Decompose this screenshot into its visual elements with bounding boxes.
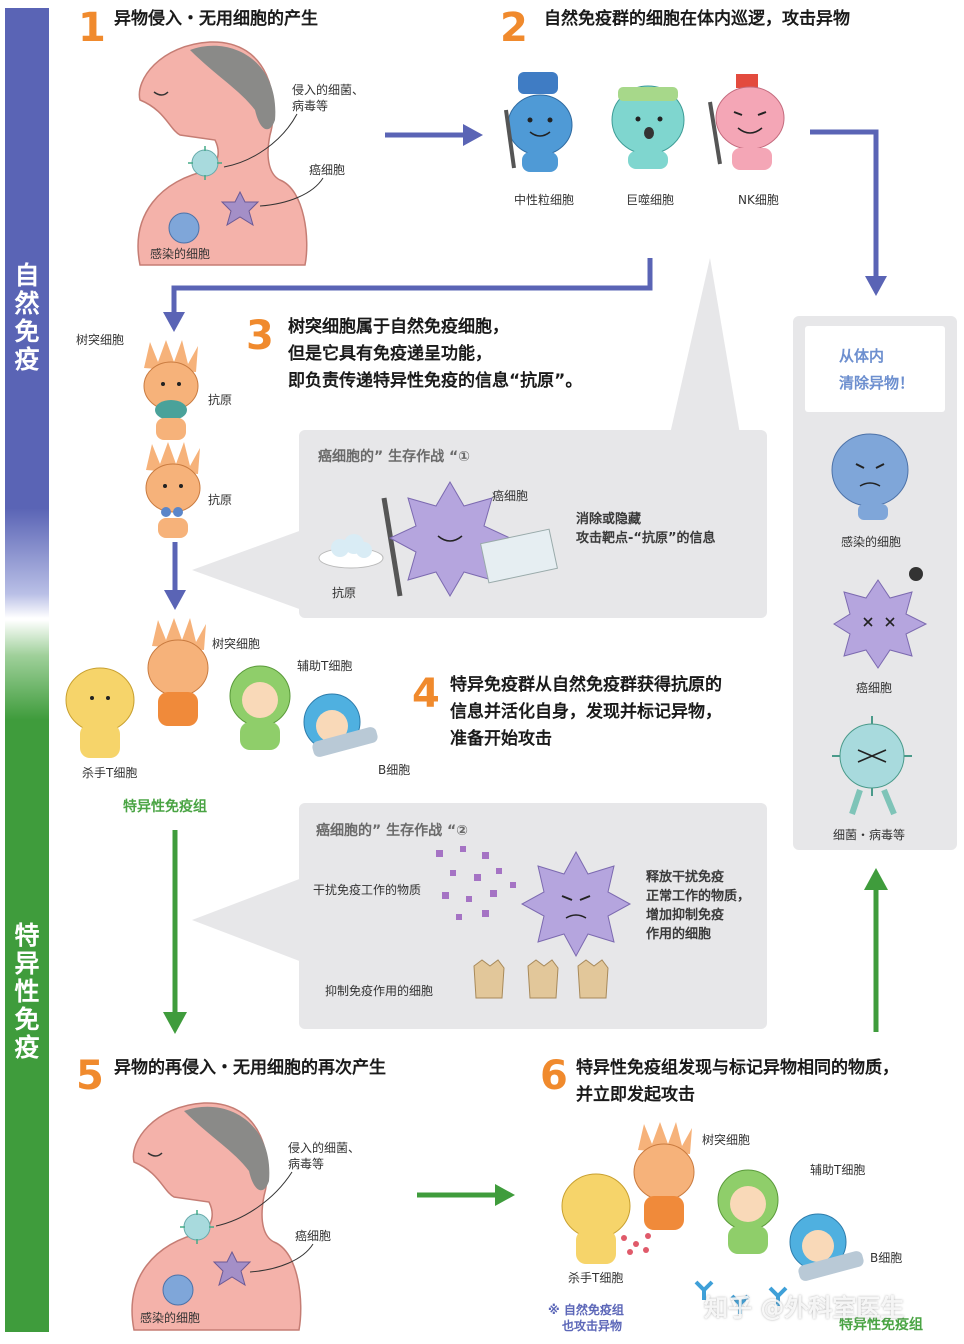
panel-2-callout [192,878,302,962]
panel-2-description: 释放干扰免疫正常工作的物质，增加抑制免疫作用的细胞 [646,870,751,942]
label-nk-cell: NK细胞 [738,193,779,207]
infected-cell-small-icon-2 [162,1274,194,1306]
dendritic-cell-with-antigen-icon [143,340,199,440]
neutrophil-icon [504,72,573,172]
panel-1-cancer-label: 癌细胞 [492,489,529,503]
outcome-bacteria-label: 细菌・病毒等 [833,828,906,842]
step-3-text: 树突细胞属于自然免疫细胞，但是它具有免疫递呈功能，即负责传递特异性免疫的信息“抗… [288,317,583,391]
macrophage-icon [611,85,685,169]
outcome-cancer-label: 癌细胞 [856,681,893,695]
label-infected-1: 感染的细胞 [150,247,211,261]
cancer-cell-hiding-icon [381,481,558,597]
specific-immunity-label: 特异性免疫 [14,921,40,1062]
label-b-cell-2: B细胞 [870,1251,903,1265]
dendritic-cell-icon [145,442,201,538]
step-4-text: 特异免疫群从自然免疫群获得抗原的信息并活化自身，发现并标记异物，准备开始攻击 [450,675,722,749]
interfering-substance-icon [436,846,516,920]
specific-immune-group-illustration [65,618,378,758]
note-innate-also-attack: ※ 自然免疫组也攻击异物 [548,1303,624,1333]
label-invader-2: 侵入的细菌、病毒等 [288,1141,361,1171]
label-dendritic-2: 树突细胞 [212,637,261,651]
panel-1-description: 消除或隐藏攻击靶点-“抗原”的信息 [576,512,716,546]
arrow-down-to-outcome [810,129,887,296]
outcome-title: 从体内清除异物！ [839,347,915,392]
defeated-infected-cell-icon [831,433,909,520]
label-specific-group-1: 特异性免疫组 [123,799,207,815]
label-antigen-1: 抗原 [208,393,233,407]
panel-2-title: 癌细胞的” 生存作战 “② [316,823,469,839]
outcome-card [805,326,945,412]
label-antigen-2: 抗原 [208,493,233,507]
arrow-down-to-step-4 [164,542,186,610]
step-1-text: 异物侵入・无用细胞的产生 [114,9,318,29]
cancer-cell-small-icon-2 [212,1250,252,1287]
panel-2-interfere-label: 干扰免疫工作的物质 [313,883,422,897]
nk-cell-icon [708,74,785,170]
step-2-text: 自然免疫群的细胞在体内巡逻，攻击异物 [544,9,850,29]
step-1-number: 1 [78,5,106,51]
label-infected-2: 感染的细胞 [140,1311,201,1325]
panel-survival-1 [299,430,767,618]
step-3-number: 3 [246,313,274,359]
label-cancer-2: 癌细胞 [295,1229,332,1243]
label-macrophage: 巨噬细胞 [626,193,675,207]
label-helper-t-1: 辅助T细胞 [297,659,353,673]
label-cancer-1: 癌细胞 [309,163,346,177]
arrow-down-to-step-5 [163,830,187,1034]
panel-1-antigen-label: 抗原 [332,586,357,600]
label-invader-1: 侵入的细菌、病毒等 [292,83,365,113]
outcome-infected-label: 感染的细胞 [841,535,902,549]
defeated-cancer-cell-icon [833,567,928,669]
step-6-text: 特异性免疫组发现与标记异物相同的物质，并立即发起攻击 [576,1058,899,1105]
suppressor-cells-icon [473,959,609,999]
label-helper-t-2: 辅助T细胞 [810,1163,866,1177]
label-neutrophil: 中性粒细胞 [514,193,575,207]
step-6-number: 6 [540,1053,568,1099]
label-b-cell-1: B细胞 [378,763,411,777]
infected-cell-small-icon [168,212,200,244]
label-dendritic-3: 树突细胞 [702,1133,751,1147]
label-specific-group-2: 特异性免疫组 [839,1317,923,1333]
step-4-number: 4 [412,671,440,717]
label-killer-t-1: 杀手T细胞 [82,766,138,780]
invader-bacteria-icon [188,146,222,180]
step-5-number: 5 [76,1053,104,1099]
innate-immunity-label: 自然免疫 [14,261,40,374]
cancer-cell-angry-icon [520,850,632,958]
watermark: 知乎 @外科室医生 [704,1294,905,1322]
defeated-bacteria-icon [832,716,912,816]
innate-immunity-bar [5,8,49,618]
arrow-right-2 [417,1184,515,1206]
step-2-number: 2 [500,5,528,51]
invader-bacteria-icon-2 [180,1210,214,1244]
panel-2-suppress-label: 抑制免疫作用的细胞 [325,984,434,998]
panel-1-title: 癌细胞的” 生存作战 “① [318,449,471,465]
label-dendritic-1: 树突细胞 [76,333,125,347]
person-illustration-1 [137,41,308,266]
cancer-cell-small-icon [220,190,260,227]
panel-1-callout [192,258,740,610]
step-5-text: 异物的再侵入・无用细胞的再次产生 [114,1058,386,1078]
arrow-up-to-outcome [864,868,888,1032]
label-killer-t-2: 杀手T细胞 [568,1271,624,1285]
antigen-pile-icon [318,534,384,569]
arrow-right-1 [385,124,483,146]
specific-immunity-bar [5,620,49,1332]
specific-immune-attack-illustration [561,1122,864,1314]
arrow-down-to-step-3 [163,258,653,332]
